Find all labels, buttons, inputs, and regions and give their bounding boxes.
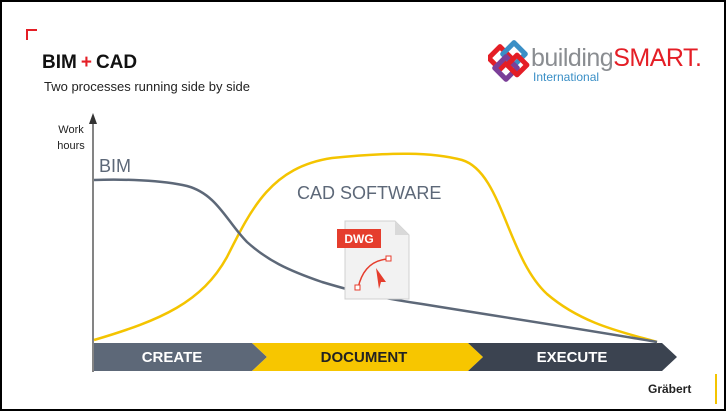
dwg-badge-label: DWG [344,232,373,246]
cad-curve-label: CAD SOFTWARE [297,183,442,203]
bim-curve-label: BIM [99,156,132,176]
grabert-accent-bar [715,374,717,404]
corner-mark [26,29,37,40]
logo-subtitle: International [533,70,600,84]
buildingsmart-logo: buildingSMART. International [486,40,708,86]
buildingsmart-knot-icon [486,40,530,82]
cad-curve [93,152,658,344]
phase-document-label: DOCUMENT [321,349,408,366]
y-axis-arrow [89,113,97,124]
title-bim: BIM [42,52,77,73]
phase-document-segment [252,343,483,371]
phase-execute-segment [468,343,677,371]
dwg-file-icon: DWG [337,220,410,300]
y-axis-label: Work hours [57,124,85,152]
title-plus: + [80,52,92,73]
phase-create-segment [94,343,267,371]
phase-execute-label: EXECUTE [537,349,608,366]
title-cad: CAD [95,52,138,73]
bim-curve [93,178,658,344]
phase-bar: CREATE DOCUMENT EXECUTE [94,343,677,371]
slide-title: BIM+CAD [42,52,137,74]
grabert-logo: Gräbert [648,382,692,396]
slide-subtitle: Two processes running side by side [44,79,250,94]
logo-wordmark: buildingSMART. [531,44,702,72]
phase-create-label: CREATE [142,349,203,366]
